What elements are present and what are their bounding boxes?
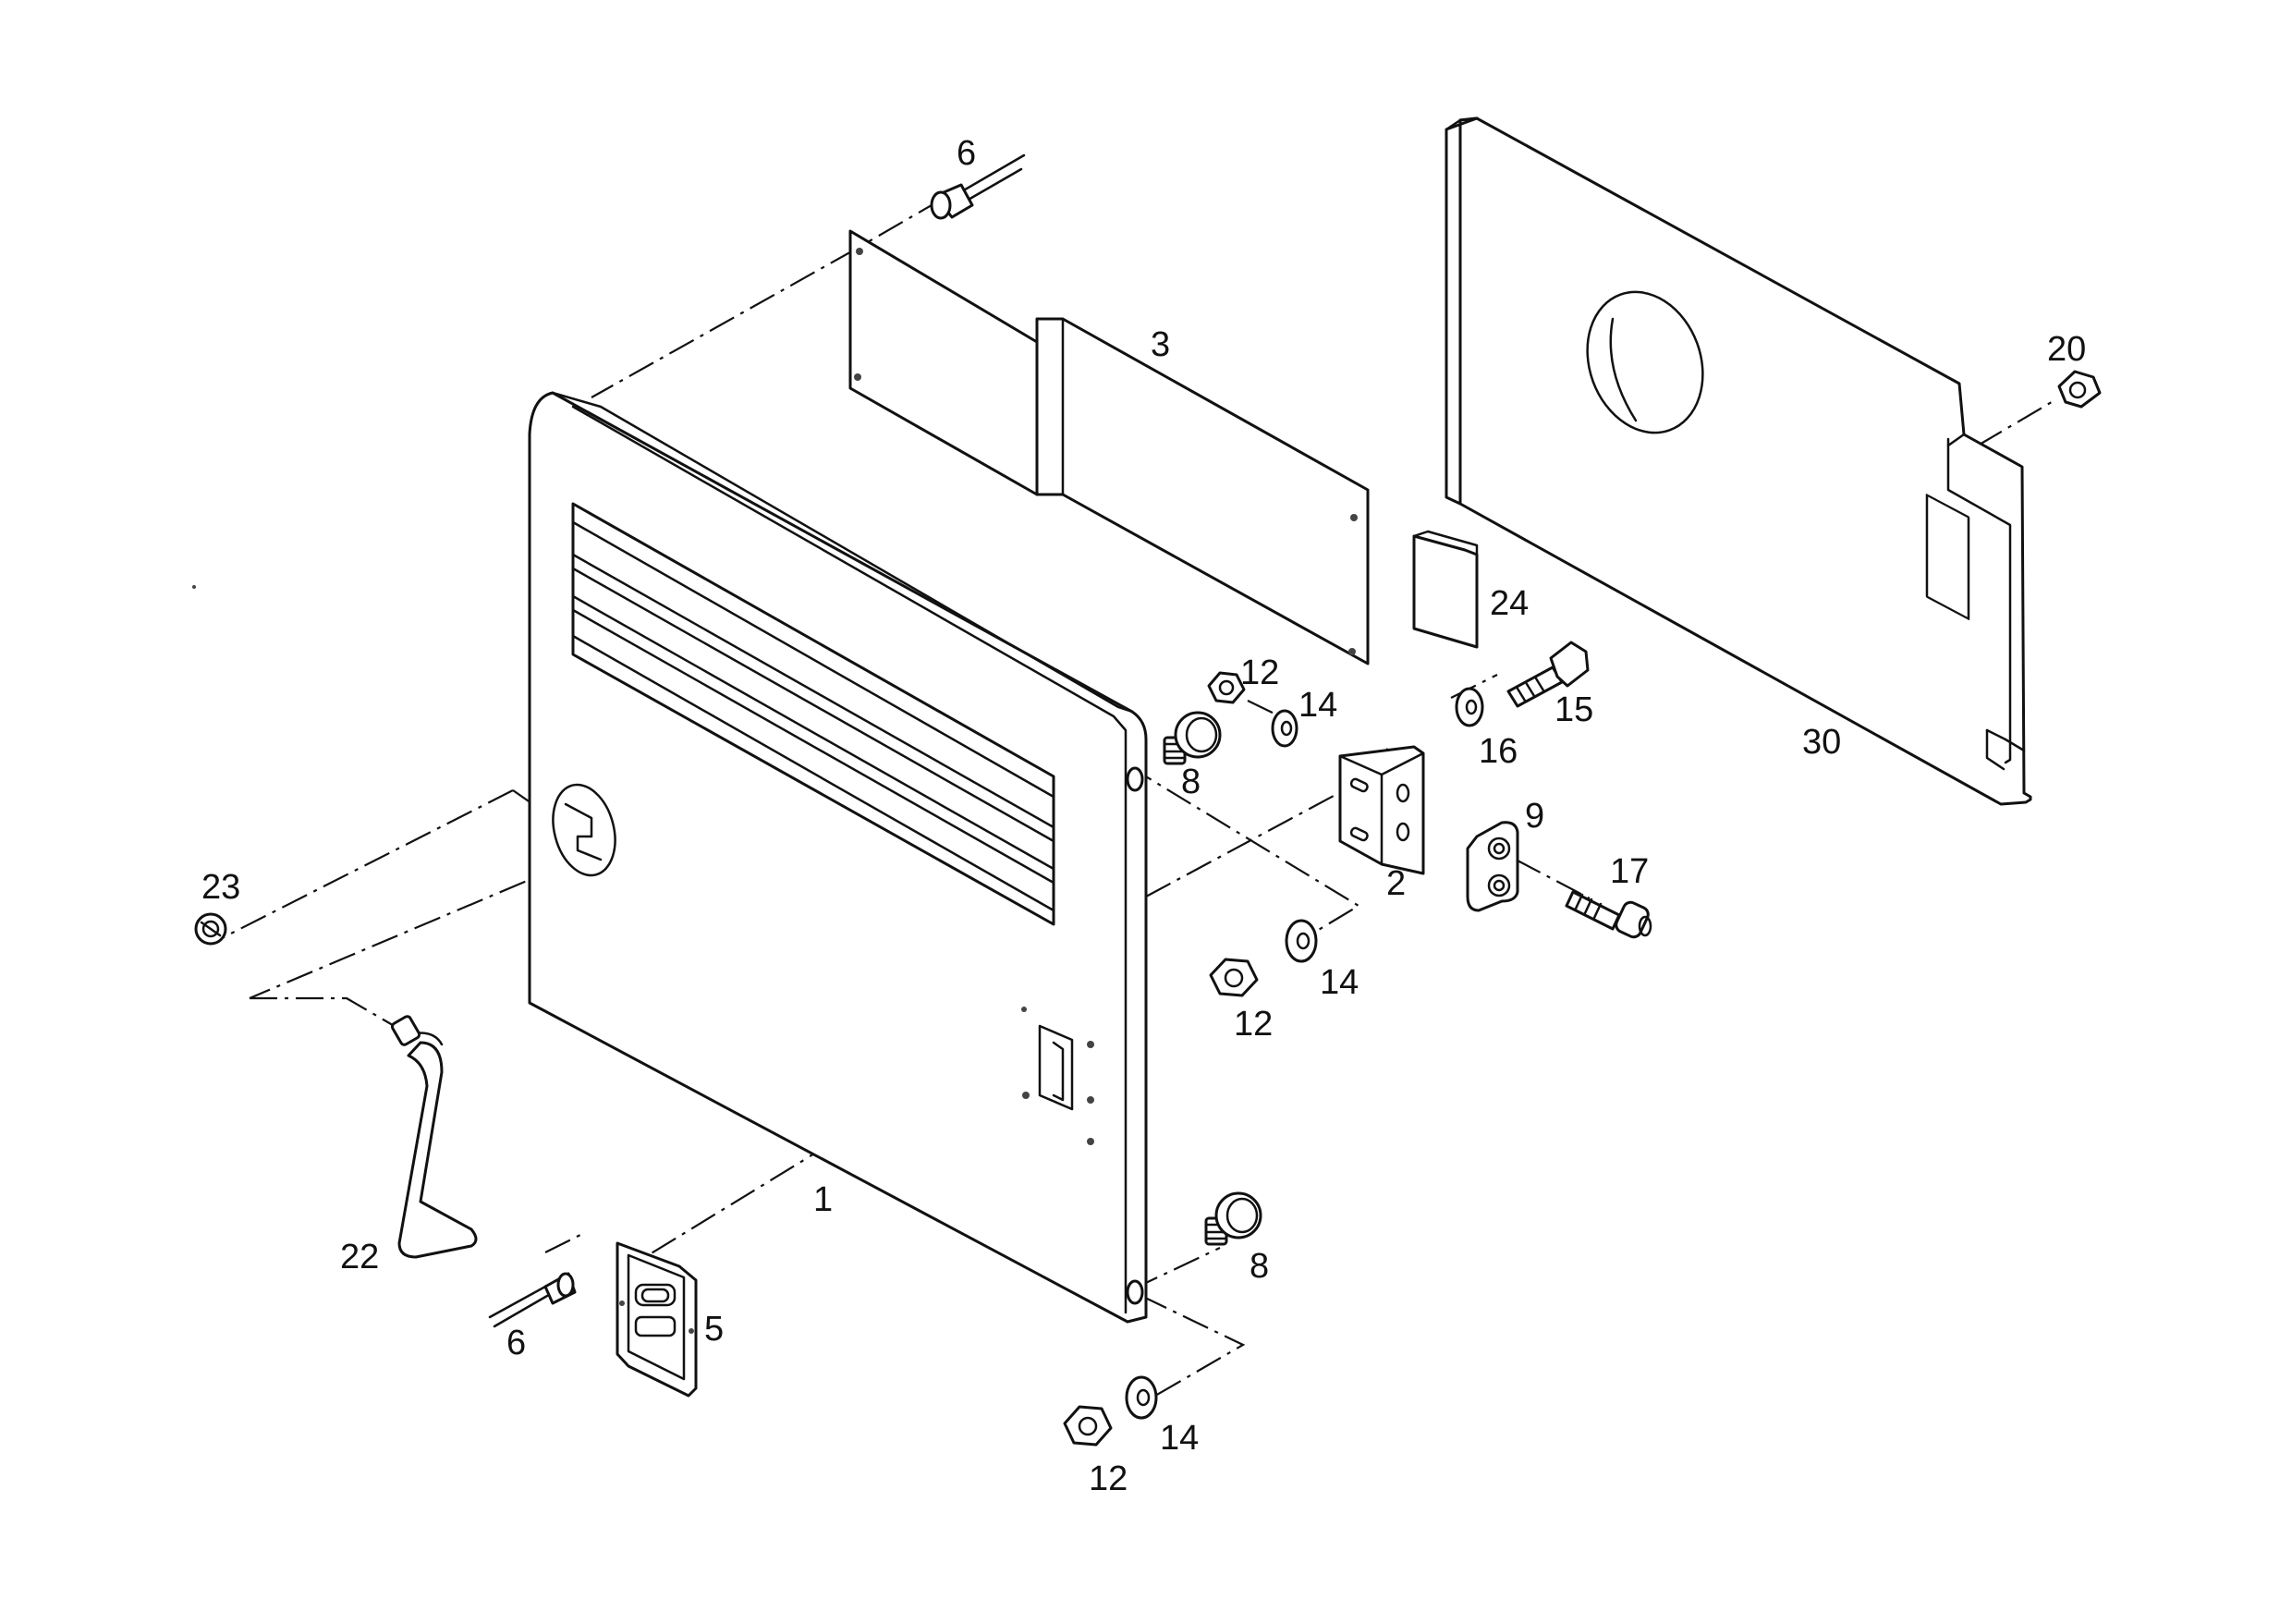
part-15-bolt bbox=[1506, 641, 1590, 708]
part-14-washer-c bbox=[1125, 1375, 1158, 1420]
part-8-pin-upper bbox=[1163, 711, 1222, 765]
part-6-rivet-top bbox=[930, 153, 1026, 220]
callout-labels: 1 2 3 5 6 6 8 8 9 12 12 12 14 14 14 15 1… bbox=[201, 134, 2086, 1498]
part-14-washer-a bbox=[1271, 709, 1298, 748]
callout-20: 20 bbox=[2047, 330, 2086, 369]
callout-12-b: 12 bbox=[1234, 1005, 1273, 1044]
callout-8-lower: 8 bbox=[1250, 1247, 1269, 1286]
part-6-rivet-bottom bbox=[488, 1272, 577, 1328]
callout-9: 9 bbox=[1525, 797, 1544, 836]
callout-17: 17 bbox=[1610, 852, 1649, 891]
callout-14-c: 14 bbox=[1160, 1419, 1199, 1458]
part-24-block bbox=[1412, 530, 1479, 649]
callout-24: 24 bbox=[1490, 584, 1529, 623]
callout-15: 15 bbox=[1554, 690, 1593, 729]
part-14-washer-b bbox=[1285, 919, 1318, 963]
callout-30: 30 bbox=[1802, 723, 1841, 762]
callout-12-c: 12 bbox=[1089, 1459, 1128, 1498]
callout-6-bottom: 6 bbox=[506, 1324, 526, 1362]
stray-mark bbox=[192, 585, 196, 589]
callout-14-a: 14 bbox=[1298, 686, 1337, 725]
part-5-latch bbox=[616, 1241, 698, 1398]
callout-22: 22 bbox=[340, 1238, 379, 1276]
callout-23: 23 bbox=[201, 868, 240, 907]
part-3-baffle bbox=[848, 229, 1370, 665]
part-9-plate bbox=[1466, 821, 1519, 912]
part-23-nut bbox=[194, 912, 227, 946]
callout-12-a: 12 bbox=[1240, 653, 1279, 692]
callout-16: 16 bbox=[1479, 732, 1518, 771]
callout-5: 5 bbox=[704, 1310, 724, 1349]
part-2-bracket bbox=[1338, 745, 1425, 875]
callout-1: 1 bbox=[813, 1180, 833, 1219]
callout-6-top: 6 bbox=[957, 134, 976, 173]
callout-2: 2 bbox=[1386, 864, 1406, 903]
part-1-front-panel bbox=[528, 391, 1148, 1324]
part-16-washer bbox=[1455, 687, 1484, 727]
part-12-nut-b bbox=[1209, 958, 1259, 997]
part-17-bolt bbox=[1565, 890, 1652, 939]
callout-14-b: 14 bbox=[1320, 963, 1359, 1002]
part-8-pin-lower bbox=[1204, 1191, 1262, 1246]
callout-8-upper: 8 bbox=[1181, 763, 1201, 801]
part-22-crank-handle bbox=[390, 1015, 478, 1259]
part-30-rear-panel bbox=[1445, 116, 2032, 806]
part-12-nut-c bbox=[1063, 1405, 1113, 1447]
callout-3: 3 bbox=[1151, 325, 1170, 364]
part-12-nut-a bbox=[1207, 671, 1246, 704]
part-20-nut bbox=[2057, 370, 2102, 409]
